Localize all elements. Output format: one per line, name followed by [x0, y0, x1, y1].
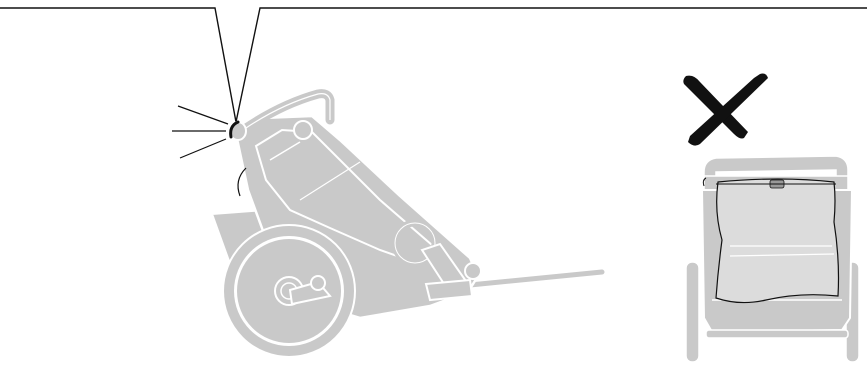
trailer-wheel: [223, 225, 355, 357]
light-rays-icon: [172, 106, 228, 158]
tow-bar: [470, 272, 602, 285]
trailer-front-view: [686, 156, 859, 362]
cover-cloth: [716, 179, 839, 303]
x-mark-icon: [683, 74, 768, 146]
safety-light-icon: [230, 122, 246, 140]
trailer-side-view: [212, 94, 602, 357]
